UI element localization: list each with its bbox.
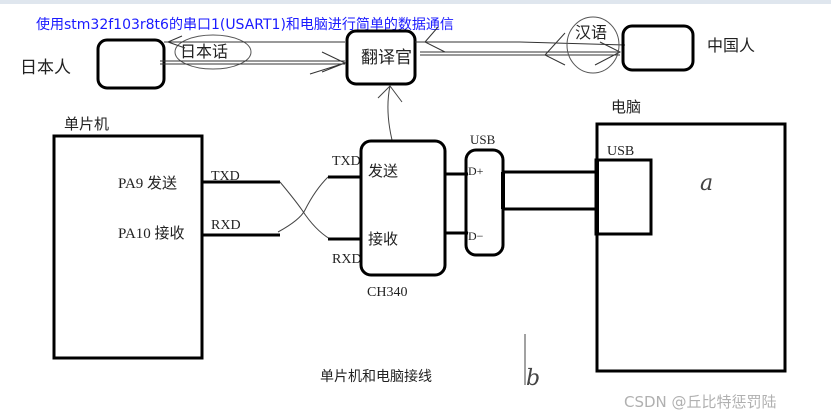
mcu-rxd-label: RXD	[211, 218, 241, 233]
pc-box	[595, 122, 787, 373]
arrow-line	[160, 60, 345, 65]
pc-usb-label: USB	[607, 144, 634, 159]
mcu-pin-rx: PA10 接收	[118, 225, 185, 242]
left-language-label: 日本话	[180, 42, 228, 61]
arrowhead	[377, 85, 403, 103]
translator-box	[345, 29, 417, 86]
diagram-caption: 单片机和电脑接线	[320, 368, 432, 385]
ch340-rxd-label: RXD	[332, 252, 362, 267]
usb-dplus-label: D+	[468, 164, 484, 178]
ch340-txd-label: TXD	[332, 154, 361, 169]
arrowhead	[424, 26, 446, 53]
mcu-txd-label: TXD	[211, 169, 240, 184]
arrowhead	[167, 35, 186, 49]
diagram-title: 使用stm32f103r8t6的串口1(USART1)和电脑进行简单的数据通信	[36, 16, 454, 33]
arrow-line	[420, 51, 620, 56]
usb-dminus-label: D−	[468, 229, 484, 243]
right-language-circle	[566, 16, 620, 74]
right-person-box	[621, 24, 695, 72]
top-border	[0, 0, 831, 4]
mcu-pin-tx: PA9 发送	[118, 175, 177, 192]
left-person-label: 日本人	[20, 58, 71, 78]
mcu-label: 单片机	[64, 115, 109, 133]
watermark: CSDN @丘比特惩罚陆	[624, 393, 777, 411]
arrowhead	[309, 51, 347, 75]
usb-connector-label: USB	[470, 132, 496, 147]
right-language-label: 汉语	[575, 23, 607, 42]
right-person-label: 中国人	[707, 36, 755, 55]
left-language-circle	[174, 34, 252, 70]
arrowhead	[594, 41, 622, 66]
arrowhead	[544, 32, 566, 66]
ch340-recv-label: 接收	[368, 230, 398, 248]
mcu-box	[52, 134, 204, 360]
scribble-a: a	[700, 171, 713, 196]
left-person-box	[96, 38, 166, 90]
ch340-box	[359, 139, 447, 277]
pc-usb-port	[594, 158, 653, 236]
ch340-send-label: 发送	[368, 162, 398, 180]
translator-label: 翻译官	[361, 48, 412, 68]
crossover-wire	[279, 181, 331, 240]
crossover-wire	[277, 176, 329, 233]
ch340-label: CH340	[367, 285, 407, 300]
scribble-b: b	[526, 366, 540, 391]
arrow-line	[387, 85, 393, 141]
arrow-line	[415, 41, 626, 46]
pc-label: 电脑	[611, 98, 641, 116]
